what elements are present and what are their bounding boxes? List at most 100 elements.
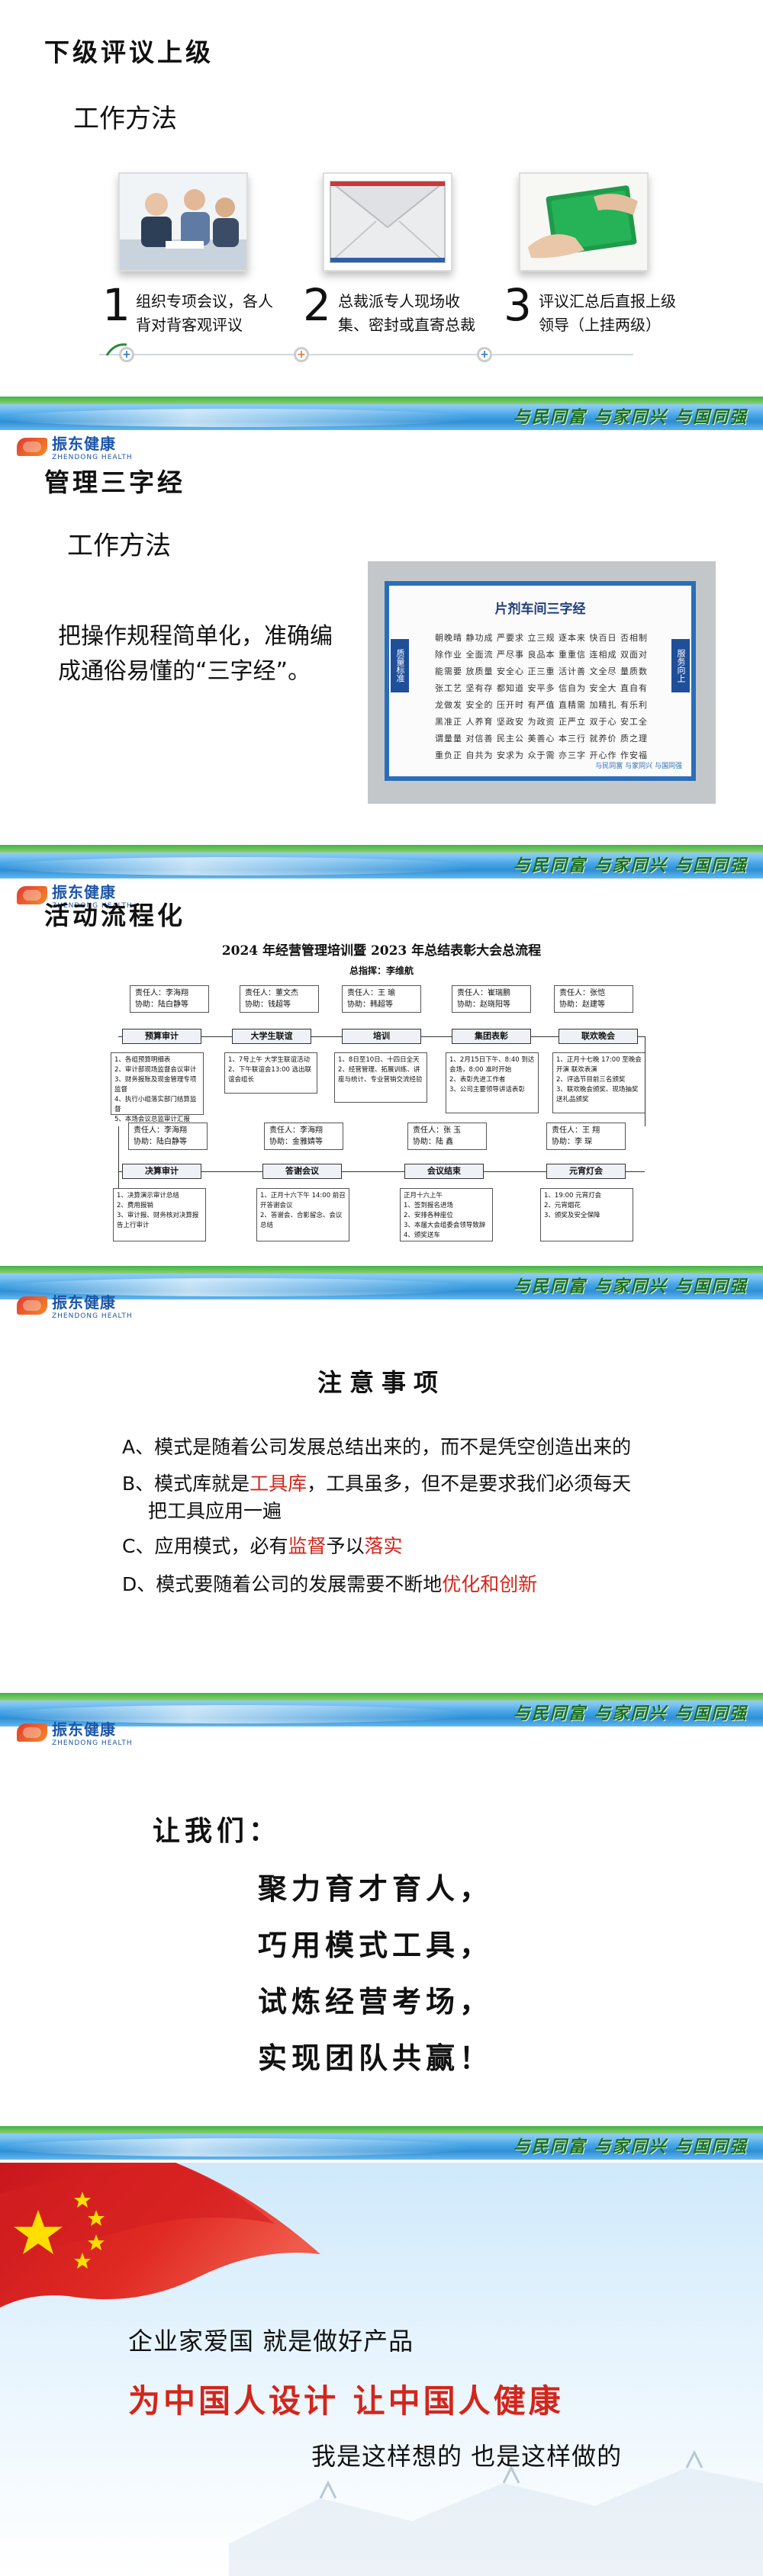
slide-title: 管理三字经 <box>44 467 185 497</box>
step-number-3: 3 <box>504 279 532 331</box>
step-number-2: 2 <box>303 279 331 331</box>
owner-box: 责任人：李海翔协助：陆白静等 <box>128 1123 208 1150</box>
logo-name-en: ZHENDONG HEALTH <box>52 902 133 910</box>
flowchart-commander: 总指挥：李维航 <box>349 965 414 976</box>
step-number-1: 1 <box>102 279 130 331</box>
note-text: 予以 <box>326 1535 365 1557</box>
owner-box: 责任人：董文杰协助：钱超等 <box>240 985 319 1013</box>
stage-box: 培训 <box>342 1029 421 1044</box>
step-text-1: 组织专项会议，各人背对背客观评议 <box>136 292 273 334</box>
stage-detail: 1、19:00 元宵灯会 2、元宵烟花 3、颁奖及安全保障 <box>540 1188 633 1241</box>
slogan-text: 与民同富 与家同兴 与国同强 <box>513 407 748 427</box>
closing-line-2: 为中国人设计 让中国人健康 <box>128 2382 564 2420</box>
stage-box: 集团表彰 <box>452 1029 531 1044</box>
note-b: B、模式库就是工具库，工具虽多，但不是要求我们必须每天 把工具应用一遍 <box>122 1470 631 1525</box>
logo-mark-icon <box>17 437 47 456</box>
logo-name-en: ZHENDONG HEALTH <box>52 454 133 461</box>
motto-line-4: 实现团队共赢！ <box>258 2041 494 2075</box>
slogan-band: 与民同富 与家同兴 与国同强 <box>0 1266 763 1299</box>
stage-detail: 1、正月十七晚 17:00 至晚会开演 联欢表演 2、评选节目前三名颁奖 3、联… <box>552 1052 645 1113</box>
owner-name: 责任人：王 瑜 <box>347 989 396 997</box>
green-folder-photo <box>519 172 649 271</box>
motto-line-1: 聚力育才育人， <box>258 1871 494 1906</box>
board-row: 龙做发 安全的 压开时 有严值 直精需 加精扎 有乐利 <box>435 700 648 710</box>
logo-name: 振东健康 <box>52 435 116 453</box>
logo-name-en: ZHENDONG HEALTH <box>52 1739 133 1747</box>
note-text: 把工具应用一遍 <box>148 1500 282 1522</box>
note-highlight: 优化和创新 <box>442 1573 538 1595</box>
company-logo: 振东健康 ZHENDONG HEALTH <box>17 432 133 461</box>
slide-subtitle: 工作方法 <box>73 104 177 134</box>
slogan-text: 与民同富 与家同兴 与国同强 <box>513 1277 748 1296</box>
stage-box: 会议结束 <box>404 1164 484 1179</box>
notes-title: 注意事项 <box>317 1368 446 1397</box>
board-row: 谓量量 对信善 民主公 美善心 本三行 就养价 质之理 <box>435 734 648 744</box>
note-highlight: 落实 <box>364 1535 403 1557</box>
owner-assist: 协助：赵晓阳等 <box>457 1001 510 1009</box>
stage-box: 大学生联谊 <box>232 1029 311 1044</box>
board-row: 朝晚晴 静功成 严要求 立三规 逐本来 快百日 否相制 <box>435 633 648 643</box>
flow-connector <box>118 1126 119 1206</box>
slogan-band: 与民同富 与家同兴 与国同强 <box>0 845 763 878</box>
owner-box: 责任人：崔瑞鹏协助：赵晓阳等 <box>452 985 531 1013</box>
closing-line-3: 我是这样想的 也是这样做的 <box>311 2442 623 2471</box>
body-line-2: 成通俗易懂的“三字经”。 <box>58 658 311 685</box>
owner-box: 责任人：张 玉协助：陆 鑫 <box>407 1123 487 1150</box>
company-logo: 振东健康 ZHENDONG HEALTH <box>17 880 133 910</box>
board-right-tag: 服务向上 <box>671 639 690 692</box>
owner-name: 责任人：王 翔 <box>552 1126 600 1135</box>
logo-name: 振东健康 <box>52 1293 116 1312</box>
china-flag-icon <box>0 2163 763 2576</box>
flowchart-title: 2024 年经营管理培训暨 2023 年总结表彰大会总流程 <box>221 943 542 959</box>
stage-detail: 1、7号上午 大学生联谊活动 2、下午联谊会13:00 选出联谊会组长 <box>224 1052 317 1094</box>
board-title: 片剂车间三字经 <box>494 602 586 617</box>
meeting-people-icon <box>120 174 246 270</box>
owner-assist: 协助：韩超等 <box>347 1001 393 1009</box>
slide-title: 活动流程化 <box>44 901 185 930</box>
timeline-arrow <box>105 343 127 356</box>
owner-assist: 协助：陆白静等 <box>134 1138 187 1146</box>
stage-detail: 1、8日至10日、十四日全天 2、经营管理、拓展训练、讲座与统计、专业营销交流经… <box>334 1052 427 1103</box>
owner-box: 责任人：李海翔协助：金雅婧等 <box>264 1123 343 1150</box>
slogan-text: 与民同富 与家同兴 与国同强 <box>513 1704 748 1723</box>
note-a: A、模式是随着公司发展总结出来的，而不是凭空创造出来的 <box>122 1434 631 1461</box>
motto-intro: 让我们： <box>153 1815 282 1847</box>
owner-box: 责任人：王 翔协助：李 琛 <box>546 1123 626 1150</box>
company-logo: 振东健康 ZHENDONG HEALTH <box>17 1717 133 1747</box>
owner-assist: 协助：李 琛 <box>552 1138 593 1146</box>
owner-assist: 协助：钱超等 <box>245 1001 291 1009</box>
slogan-band: 与民同富 与家同兴 与国同强 <box>0 397 763 430</box>
stage-detail: 正月十六上午 1、签到报名进场 2、安排各种座位 3、本届大会组委会领导致辞 4… <box>400 1188 493 1241</box>
body-line-1: 把操作规程简单化，准确编 <box>58 623 333 650</box>
slogan-text: 与民同富 与家同兴 与国同强 <box>513 856 748 875</box>
logo-name: 振东健康 <box>52 883 116 901</box>
owner-name: 责任人：崔瑞鹏 <box>457 989 510 997</box>
note-text: B、模式库就是 <box>122 1473 250 1495</box>
envelope-icon <box>324 174 451 270</box>
owner-name: 责任人：张恺 <box>559 989 605 997</box>
owner-name: 责任人：李海翔 <box>134 1126 187 1135</box>
board-row: 黑准正 人养育 坚政安 为政资 正严立 双于心 安工全 <box>435 717 648 727</box>
note-highlight: 工具库 <box>250 1473 307 1495</box>
flow-connector <box>118 1171 645 1172</box>
note-text: A、模式是随着公司发展总结出来的，而不是凭空创造出来的 <box>122 1436 632 1458</box>
note-d: D、模式要随着公司的发展需要不断地优化和创新 <box>122 1571 537 1598</box>
logo-mark-icon <box>17 1296 47 1315</box>
owner-box: 责任人：王 瑜协助：韩超等 <box>342 985 421 1013</box>
owner-assist: 协助：赵建等 <box>559 1001 605 1009</box>
board-footer: 与民同富 与家同兴 与国同强 <box>595 763 682 770</box>
note-highlight: 监督 <box>288 1535 327 1557</box>
stage-detail: 1、2月15日下午、8:40 到达会场，8:00 准时开始 2、表彰先进工作者 … <box>446 1052 539 1113</box>
owner-assist: 协助：金雅婧等 <box>269 1138 323 1146</box>
timeline-dot-2: + <box>294 347 309 362</box>
owner-name: 责任人：李海翔 <box>135 989 188 997</box>
stage-detail: 1、决算演示审计总结 2、费用报销 3、审计报、财务核对决算报告上行审计 <box>113 1188 206 1241</box>
logo-name: 振东健康 <box>52 1720 116 1739</box>
owner-box: 责任人：李海翔协助：陆白静等 <box>130 985 209 1013</box>
logo-name-en: ZHENDONG HEALTH <box>52 1312 133 1320</box>
slogan-text: 与民同富 与家同兴 与国同强 <box>513 2137 748 2157</box>
step-text-2: 总裁派专人现场收集、密封或直寄总裁 <box>338 292 475 334</box>
slide-subtitle: 工作方法 <box>67 531 171 561</box>
slogan-band: 与民同富 与家同兴 与国同强 <box>0 2126 763 2160</box>
step-text-3: 评议汇总后直报上级领导（上挂两级） <box>539 292 676 334</box>
